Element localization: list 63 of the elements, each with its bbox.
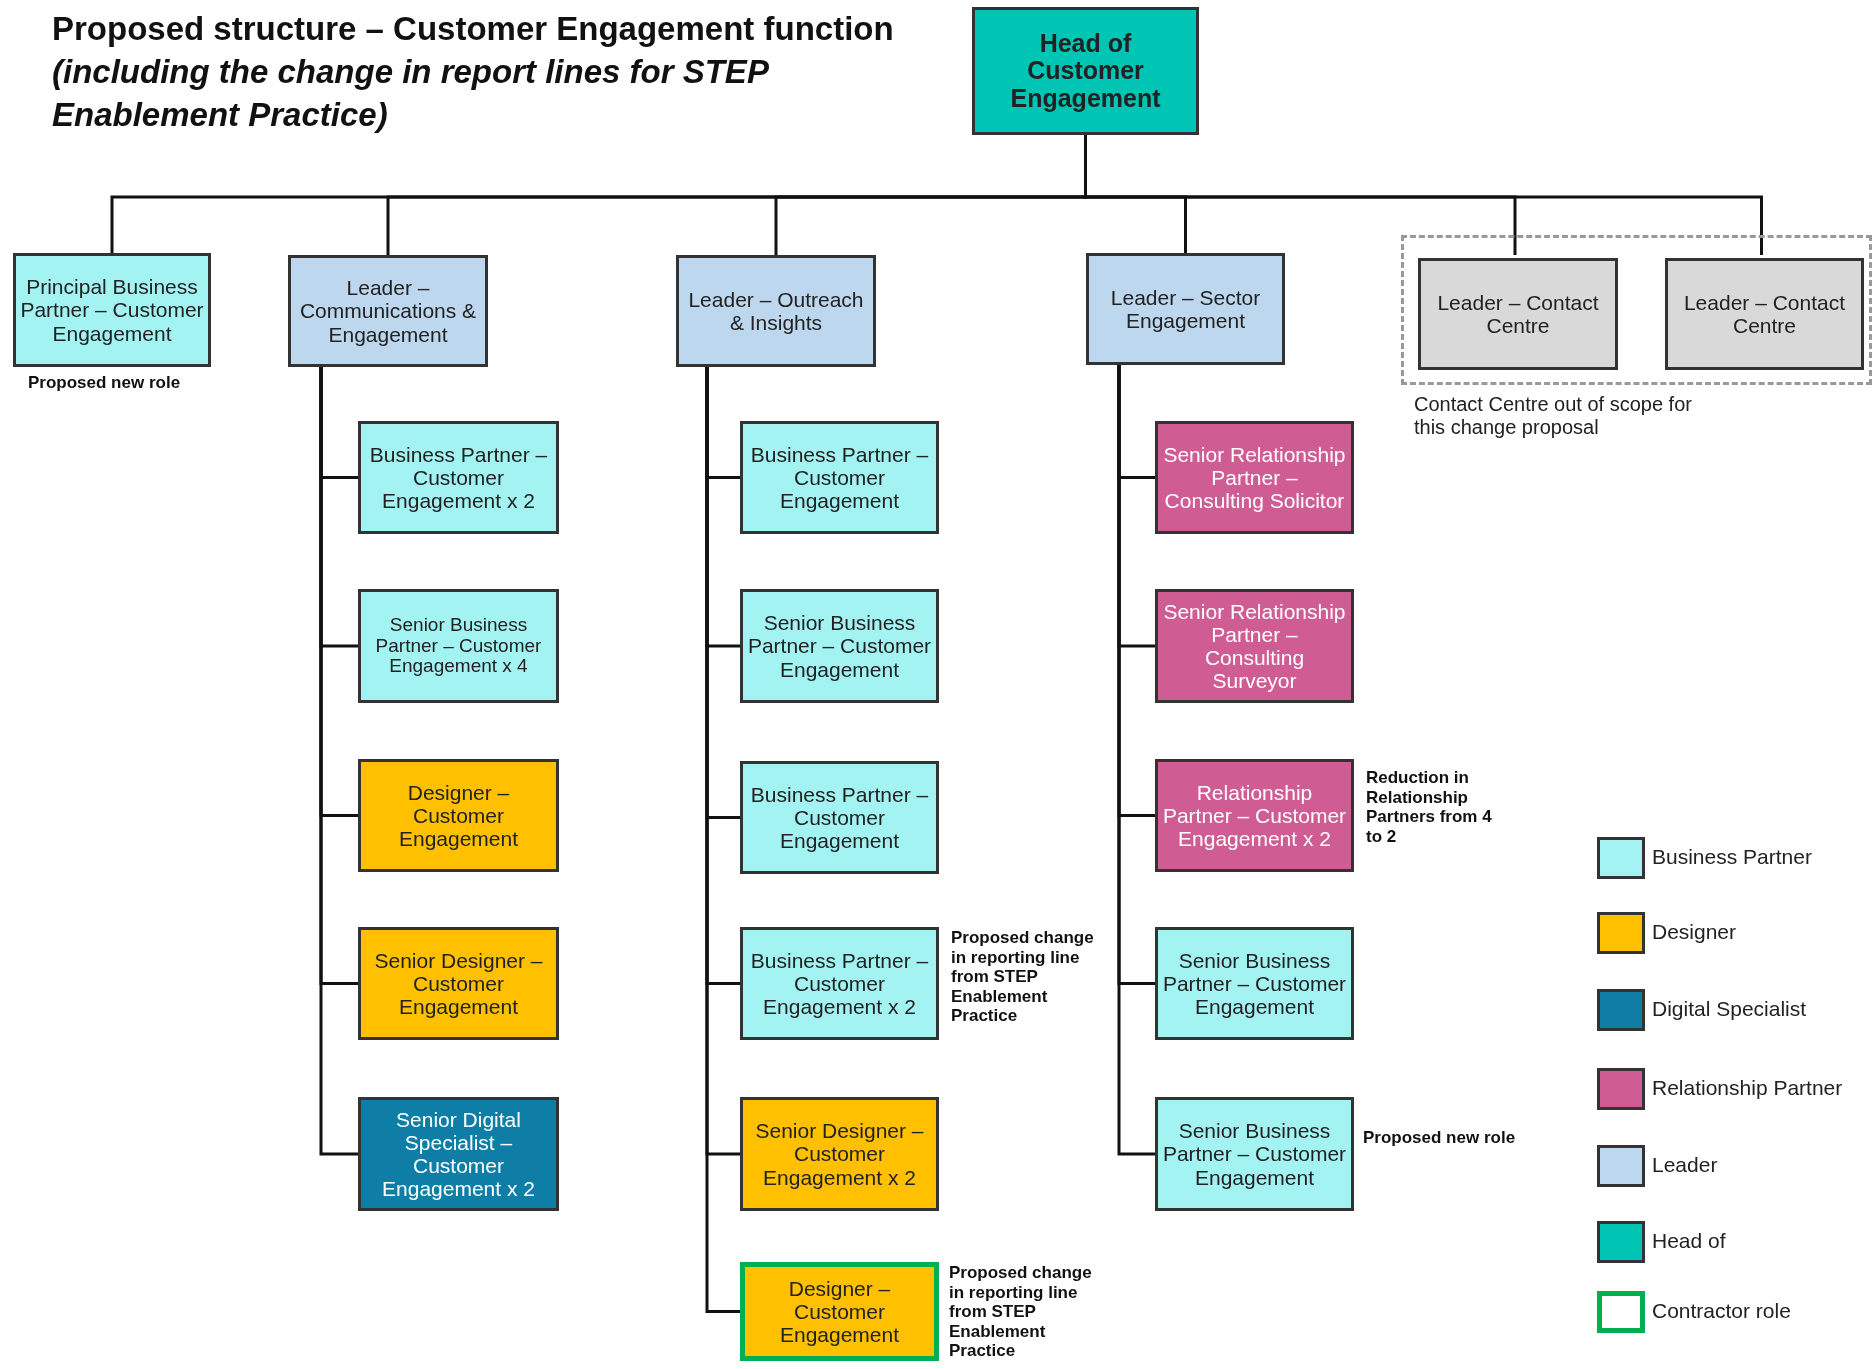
role-box: [740, 927, 939, 1040]
role-box: [1418, 258, 1618, 370]
title: Proposed structure – Customer Engagement function (including the change in report lines for STEP Enablement Practice): [52, 9, 895, 135]
role-title: Senior Relationship Partner – Consulting Solicitor: [1162, 442, 1347, 513]
scope-boundary: [1401, 235, 1872, 385]
role-title: Leader – Sector Engagement: [1109, 285, 1262, 333]
role-box: [358, 759, 559, 872]
role-box: [1155, 759, 1354, 872]
role-box: [1086, 253, 1285, 365]
role-title: Designer – Customer Engagement: [778, 1276, 901, 1347]
role-title: Senior Designer – Customer Engagement x 2: [754, 1119, 925, 1189]
scope-note: Contact Centre out of scope for this change proposal: [1414, 393, 1693, 439]
role-box: [972, 7, 1199, 135]
connector-line: [319, 367, 358, 1156]
role-title: Business Partner – Customer Engagement x 2: [368, 442, 549, 513]
role-box: [358, 1097, 559, 1211]
role-title: Business Partner – Customer Engagement x 2: [749, 948, 930, 1019]
legend-label: Designer: [1652, 920, 1737, 944]
role-box: [1155, 927, 1354, 1040]
legend-label: Contractor role: [1652, 1299, 1791, 1323]
role-box: [676, 255, 876, 367]
note: Proposed new role: [1363, 1128, 1517, 1148]
role-title: Senior Relationship Partner – Consulting Surveyor: [1162, 599, 1347, 693]
legend-label: Leader: [1652, 1153, 1718, 1177]
role-title: Business Partner – Customer Engagement: [749, 782, 930, 853]
connector-line: [1117, 365, 1155, 1156]
role-title: Leader – Contact Centre: [1436, 290, 1600, 338]
role-title: Senior Business Partner – Customer Engagement: [1161, 948, 1348, 1019]
role-title: Senior Business Partner – Customer Engagement: [1161, 1119, 1348, 1189]
role-box: [288, 255, 488, 367]
role-title: Designer – Customer Engagement: [397, 780, 520, 851]
legend-label: Relationship Partner: [1652, 1076, 1843, 1100]
role-box: [1155, 1097, 1354, 1211]
role-title: Senior Digital Specialist – Customer Engagement x 2: [381, 1107, 536, 1201]
role-title: Senior Designer – Customer Engagement: [373, 948, 544, 1019]
role-title: Business Partner – Customer Engagement: [749, 442, 930, 513]
legend-label: Head of: [1652, 1229, 1726, 1253]
note: Proposed change in reporting line from STEP Enablement Practice: [949, 1263, 1093, 1361]
role-box: [358, 589, 559, 703]
legend-label: Business Partner: [1652, 845, 1812, 869]
role-title: Relationship Partner – Customer Engagement x 2: [1161, 780, 1348, 851]
role-box: [740, 761, 939, 874]
role-title: Leader – Outreach & Insights: [687, 287, 865, 335]
role-box: [1155, 421, 1354, 534]
role-title: Leader – Contact Centre: [1682, 290, 1847, 338]
note: Proposed new role: [28, 373, 182, 393]
role-box: [1665, 258, 1864, 370]
note: Reduction in Relationship Partners from 4 to 2: [1366, 768, 1493, 847]
role-title: Senior Business Partner – Customer Engagement: [746, 611, 933, 681]
role-title: Head of Customer Engagement: [1009, 29, 1162, 113]
role-box: [740, 421, 939, 534]
note: Proposed change in reporting line from STEP Enablement Practice: [951, 928, 1095, 1026]
role-title: Principal Business Partner – Customer Engagement: [19, 275, 205, 345]
role-title: Senior Business Partner – Customer Engagement x 4: [374, 614, 543, 678]
role-title: Leader – Communications & Engagement: [298, 276, 478, 346]
legend-label: Digital Specialist: [1652, 997, 1807, 1021]
role-box: [1155, 589, 1354, 703]
role-box: [13, 253, 211, 367]
role-box: [740, 1262, 939, 1361]
role-box: [358, 421, 559, 534]
role-box: [358, 927, 559, 1040]
role-box: [740, 589, 939, 703]
role-box: [740, 1097, 939, 1211]
